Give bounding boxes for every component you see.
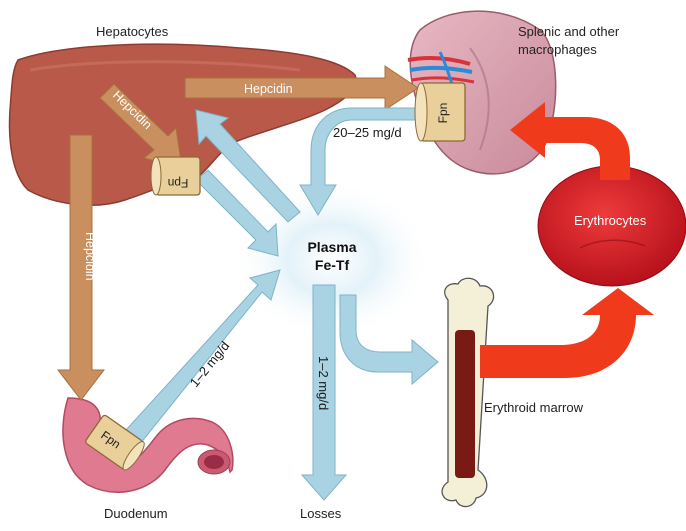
hepcidin-label-macrophages: Hepcidin [244, 82, 293, 96]
flow-label-macrophage: 20–25 mg/d [333, 125, 402, 140]
erythrocytes-label: Erythrocytes [574, 213, 647, 228]
losses-label: Losses [300, 506, 342, 521]
fpn-liver-label: Fpn [168, 176, 189, 190]
fpn-macrophage: Fpn [415, 83, 465, 141]
fpn-macrophage-label: Fpn [436, 103, 450, 124]
macrophages-label-line2: macrophages [518, 42, 597, 57]
fpn-liver: Fpn [151, 157, 200, 195]
erythroid-marrow-label: Erythroid marrow [484, 400, 584, 415]
bone-shape [442, 278, 493, 506]
blue-arrow-duodenum-to-plasma [126, 270, 280, 444]
macrophages-label-line1: Splenic and other [518, 24, 620, 39]
hepatocytes-label: Hepatocytes [96, 24, 169, 39]
plasma-label-line2: Fe-Tf [315, 257, 350, 273]
flow-label-losses: 1–2 mg/d [316, 356, 331, 410]
hepcidin-label-duodenum: Hepcidin [83, 232, 97, 281]
red-arrow-marrow-to-erythrocytes [480, 288, 654, 378]
duodenum-label: Duodenum [104, 506, 168, 521]
plasma-label-line1: Plasma [307, 239, 356, 255]
